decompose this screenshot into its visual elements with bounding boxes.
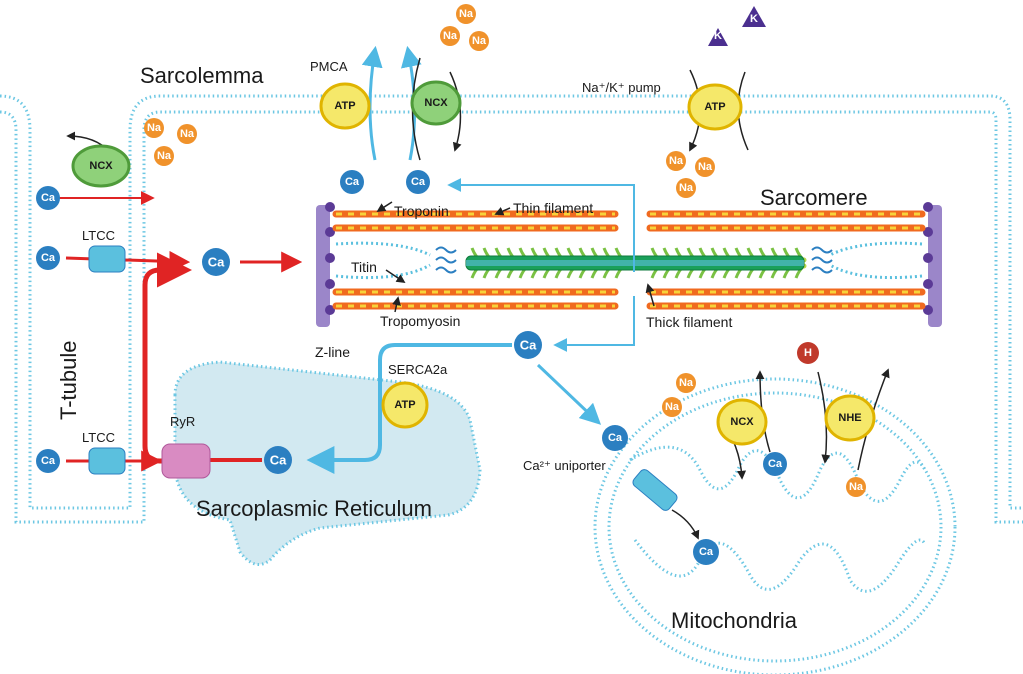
mitochondria (593, 377, 957, 674)
tropomyosin-label: Tropomyosin (380, 313, 460, 329)
nhe-label: NHE (838, 412, 861, 424)
svg-text:Ca: Ca (768, 458, 783, 470)
ncx-left-label: NCX (89, 160, 113, 172)
ca-ion: Ca (693, 539, 719, 565)
svg-text:Na: Na (157, 150, 172, 162)
na-ion: Na (154, 146, 174, 166)
na-ion: Na (695, 157, 715, 177)
nhe-exchanger (824, 394, 876, 442)
sarcoplasmic-reticulum (173, 360, 482, 566)
na-ion: Na (469, 31, 489, 51)
uniporter-label: Ca²⁺ uniporter (523, 458, 606, 473)
svg-text:H: H (804, 347, 812, 359)
svg-text:Na: Na (147, 122, 162, 134)
svg-text:Ca: Ca (699, 546, 714, 558)
uniporter-channel (632, 469, 678, 511)
nak-atp-label: ATP (704, 101, 725, 113)
serca-atp-label: ATP (394, 399, 415, 411)
na-ion: Na (666, 151, 686, 171)
svg-text:Ca: Ca (411, 176, 426, 188)
t-tubule-label: T-tubule (56, 341, 81, 421)
sarcolemma-label: Sarcolemma (140, 63, 264, 88)
na-ion: Na (676, 178, 696, 198)
svg-text:Ca: Ca (41, 192, 56, 204)
svg-text:Na: Na (443, 30, 458, 42)
svg-text:Na: Na (180, 128, 195, 140)
ncx-top-label: NCX (424, 97, 448, 109)
titin-label: Titin (351, 259, 377, 275)
ca-ion: Ca (264, 446, 292, 474)
ca-ion: Ca (36, 186, 60, 210)
pmca-atp-label: ATP (334, 100, 355, 112)
svg-text:K: K (714, 30, 722, 42)
ncx-left-exchanger (71, 144, 131, 188)
k-ion: K (742, 6, 766, 27)
h-ion: H (797, 342, 819, 364)
nak-pump-label: Na⁺/K⁺ pump (582, 80, 661, 95)
ncx-mito-exchanger (716, 398, 768, 446)
svg-text:Ca: Ca (608, 432, 623, 444)
svg-text:Ca: Ca (41, 252, 56, 264)
svg-text:Na: Na (849, 481, 864, 493)
ncx-mito-label: NCX (730, 416, 754, 428)
svg-text:K: K (750, 13, 758, 25)
svg-text:Na: Na (459, 8, 474, 20)
ca-ion: Ca (36, 449, 60, 473)
na-ion: Na (440, 26, 460, 46)
sarcomere (316, 202, 942, 327)
pmca-label: PMCA (310, 59, 348, 74)
troponin-label: Troponin (394, 203, 449, 219)
ca-ion: Ca (36, 246, 60, 270)
serca-label: SERCA2a (388, 362, 448, 377)
thick-filament-label: Thick filament (646, 314, 732, 330)
ltcc-top-label: LTCC (82, 228, 115, 243)
pmca-pump (319, 82, 371, 130)
svg-text:Na: Na (472, 35, 487, 47)
na-ion: Na (662, 397, 682, 417)
mitochondria-label: Mitochondria (671, 608, 798, 633)
svg-text:Na: Na (679, 182, 694, 194)
na-ion: Na (177, 124, 197, 144)
na-ion: Na (676, 373, 696, 393)
na-ion: Na (846, 477, 866, 497)
thin-filament-label: Thin filament (513, 200, 593, 216)
ncx-top-exchanger (410, 80, 462, 126)
svg-text:Ca: Ca (270, 453, 287, 468)
ryr-channel (161, 443, 211, 479)
svg-text:Ca: Ca (345, 176, 360, 188)
sarcomere-label: Sarcomere (760, 185, 868, 210)
ca-ion: Ca (602, 425, 628, 451)
svg-text:Ca: Ca (520, 338, 537, 353)
svg-text:Na: Na (669, 155, 684, 167)
svg-text:Na: Na (665, 401, 680, 413)
ca-ion: Ca (514, 331, 542, 359)
ca-ion: Ca (340, 170, 364, 194)
svg-text:Na: Na (698, 161, 713, 173)
ryr-label: RyR (170, 414, 195, 429)
ltcc-bottom-label: LTCC (82, 430, 115, 445)
ca-ion: Ca (763, 452, 787, 476)
ltcc-top-channel (88, 245, 126, 273)
na-ion: Na (456, 4, 476, 24)
serca-pump (381, 381, 429, 429)
sr-label: Sarcoplasmic Reticulum (196, 496, 432, 521)
nak-pump (687, 83, 743, 131)
ltcc-bottom-channel (88, 447, 126, 475)
svg-text:Ca: Ca (41, 455, 56, 467)
ca-ion: Ca (202, 248, 230, 276)
k-ion: K (708, 28, 728, 46)
z-line-label: Z-line (315, 344, 350, 360)
svg-text:Ca: Ca (208, 255, 225, 270)
na-ion: Na (144, 118, 164, 138)
ca-ion: Ca (406, 170, 430, 194)
svg-text:Na: Na (679, 377, 694, 389)
